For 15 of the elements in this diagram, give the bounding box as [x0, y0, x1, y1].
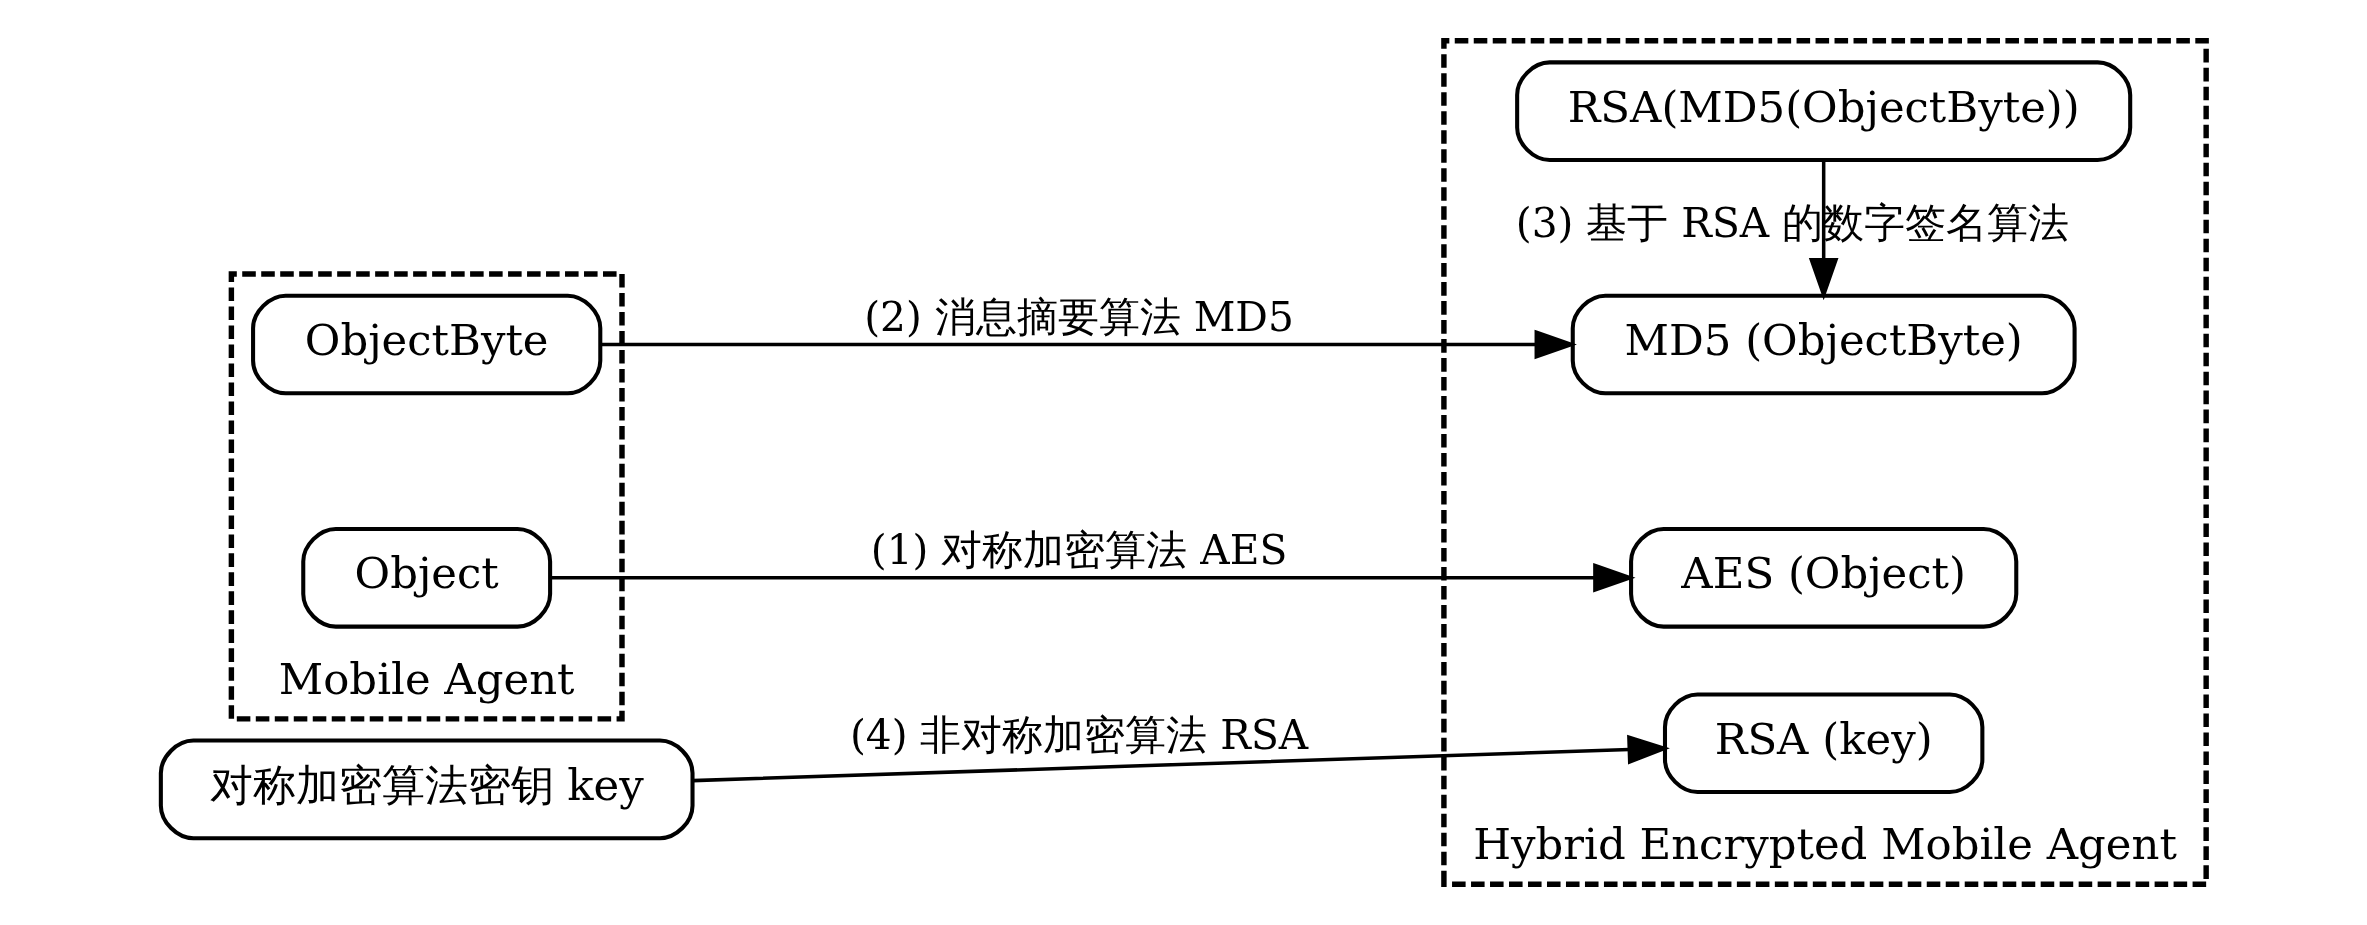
edge-label: (3) 基于 RSA 的数字签名算法	[1515, 199, 2070, 248]
node-box: MD5 (ObjectByte)	[1570, 293, 2077, 396]
arrow	[692, 734, 1670, 783]
node-box: AES (Object)	[1629, 526, 2019, 629]
node-box: RSA (key)	[1662, 692, 1985, 795]
arrow	[550, 562, 1636, 593]
node-box: 对称加密算法密钥 key	[158, 738, 695, 841]
node-box: ObjectByte	[251, 293, 603, 396]
node-box: RSA(MD5(ObjectByte))	[1515, 60, 2133, 163]
arrow	[1808, 160, 1839, 301]
node-box: Object	[301, 526, 553, 629]
edge-label: (4) 非对称加密算法 RSA	[849, 710, 1309, 759]
edge-label: (2) 消息摘要算法 MD5	[864, 292, 1294, 341]
arrow	[600, 329, 1577, 360]
edge-label: (1) 对称加密算法 AES	[870, 526, 1288, 575]
